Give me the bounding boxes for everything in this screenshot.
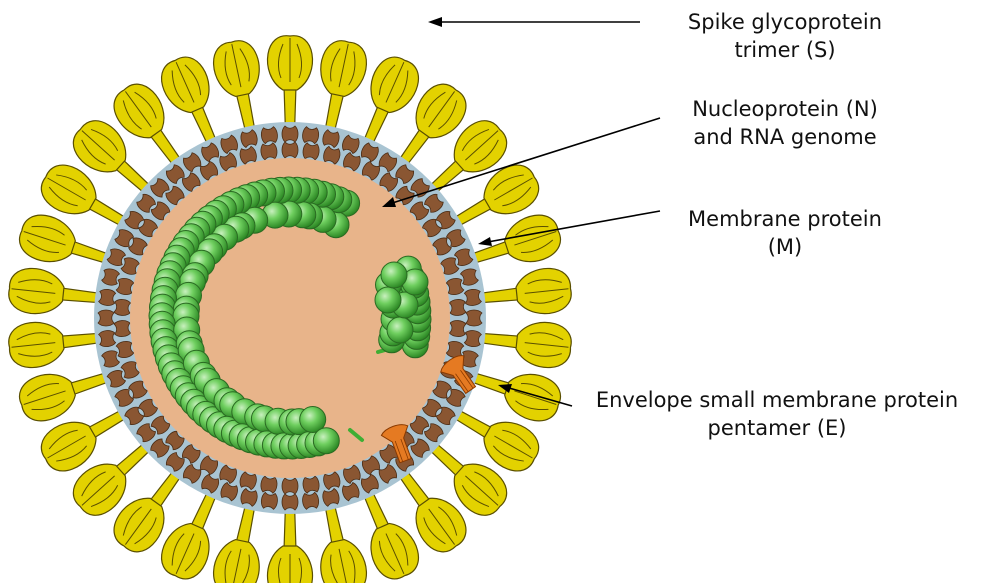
envelope-label: Envelope small membrane protein pentamer… (572, 386, 982, 442)
membrane-protein (449, 299, 466, 316)
spike-pointer-arrowhead (428, 17, 442, 27)
membrane-protein (114, 320, 131, 337)
membrane-protein (98, 310, 114, 326)
spike-label-line2: trimer (S) (640, 36, 930, 64)
nucleoprotein-subunit (387, 317, 413, 343)
membrane-protein (114, 299, 131, 316)
membrane-protein (466, 310, 482, 326)
envelope-label-line1: Envelope small membrane protein (572, 386, 982, 414)
nucleoprotein-subunit (313, 428, 339, 454)
nucleoprotein-subunit (381, 262, 407, 288)
membrane-protein (282, 478, 298, 494)
spike-label-line1: Spike glycoprotein (640, 8, 930, 36)
nucleoprotein-label: Nucleoprotein (N) and RNA genome (640, 95, 930, 151)
membrane-label: Membrane protein (M) (640, 205, 930, 261)
membrane-pointer-arrowhead (478, 237, 492, 246)
membrane-label-line1: Membrane protein (640, 205, 930, 233)
membrane-protein (282, 126, 298, 142)
spike-label: Spike glycoprotein trimer (S) (640, 8, 930, 64)
nucleoprotein-label-line2: and RNA genome (640, 123, 930, 151)
envelope-label-line2: pentamer (E) (572, 414, 982, 442)
nucleoprotein-label-line1: Nucleoprotein (N) (640, 95, 930, 123)
membrane-protein (449, 320, 466, 337)
membrane-protein (282, 494, 298, 510)
membrane-label-line2: (M) (640, 233, 930, 261)
nucleoprotein-subunit (375, 287, 401, 313)
membrane-pointer-line (482, 211, 660, 243)
membrane-protein (282, 142, 298, 158)
